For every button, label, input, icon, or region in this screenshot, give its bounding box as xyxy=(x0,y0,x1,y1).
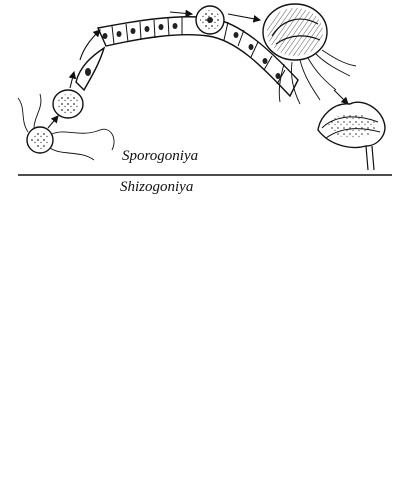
oocyst-young xyxy=(196,6,224,34)
salivary-gland xyxy=(318,102,385,170)
zygote xyxy=(53,90,83,118)
label-schizogony: Shizogoniya xyxy=(120,179,193,196)
arrow-wall-to-oocyst xyxy=(170,12,192,14)
arrow-gamete-to-zygote xyxy=(48,116,58,128)
arrow-oocyst-to-mature xyxy=(228,14,260,20)
arrow-sporozoites-to-gland xyxy=(334,90,348,104)
oocyst-mature xyxy=(263,4,327,60)
ookinete xyxy=(76,48,104,90)
sporogony-stages xyxy=(18,4,385,170)
label-sporogony: Sporogoniya xyxy=(122,148,198,165)
arrow-zygote-to-ookinete xyxy=(70,72,74,88)
